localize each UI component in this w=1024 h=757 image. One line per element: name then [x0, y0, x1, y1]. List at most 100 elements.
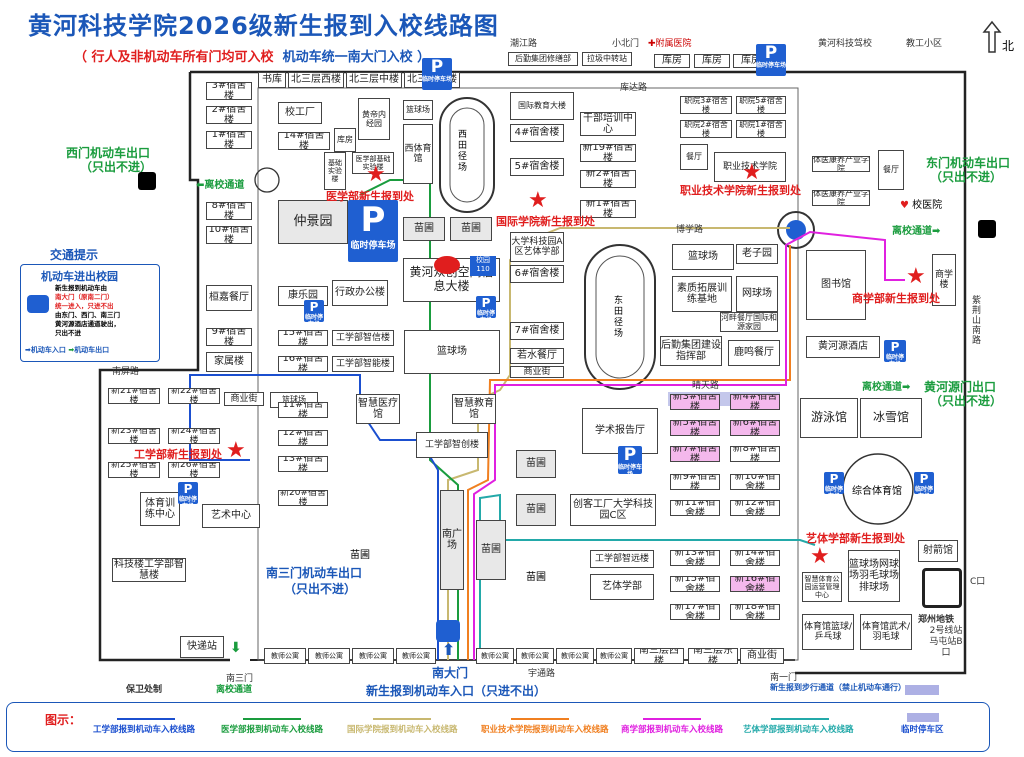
building-vocational: 职业技术学院: [714, 152, 786, 182]
star-icon-med: ★: [366, 162, 386, 187]
building-dorm2: 2#宿舍楼: [206, 106, 252, 124]
in-arrow-icon: ➡: [25, 346, 31, 354]
building-admin: 行政办公楼: [332, 280, 388, 306]
reg-art: 艺体学部新生报到处: [806, 532, 905, 545]
legend-line-art: [771, 718, 829, 720]
building-med-school: 医学部基础实验楼: [352, 152, 394, 174]
building-new9: 新9#宿舍楼: [670, 474, 720, 490]
building-shop-w: 商业街: [224, 392, 264, 406]
building-pe-industry2: 体医康养产业学院: [812, 190, 870, 206]
building-warehouse1: 库房: [654, 54, 690, 68]
building-smart-med: 智慧医疗馆: [356, 394, 400, 424]
building-new11: 新11#宿舍楼: [670, 500, 720, 516]
traffic-car-icon: [27, 295, 49, 313]
west-track-label: 西田径场: [458, 130, 468, 173]
building-hehou: 后勤集团建设指挥部: [660, 336, 722, 366]
building-teacher6: 教师公寓: [516, 648, 554, 664]
building-dorm3: 3#宿舍楼: [206, 82, 252, 100]
star-icon-commerce: ★: [906, 264, 926, 289]
building-new7: 新7#宿舍楼: [670, 446, 720, 462]
building-pe-hall1: 体育馆篮球/乒乓球: [802, 614, 854, 650]
huangyuan-note: （只出不进）: [930, 394, 1003, 408]
south-gate-label: 南大门: [432, 666, 469, 680]
traffic-line: 新生报到机动车由: [55, 284, 107, 292]
legend-line-med: [243, 718, 301, 720]
building-north-mid: 北三层中楼: [346, 72, 402, 88]
building-art-dept: 艺体学部: [590, 574, 654, 600]
building-basic-lab: 基础实验楼: [324, 152, 346, 190]
building-smart-eng2: 工学部智能楼: [332, 356, 394, 372]
building-voc5: 职院5#宿舍楼: [736, 96, 786, 114]
west-gate-title: 西门机动车出口: [66, 146, 151, 160]
road-chaojiang: 潮江路: [510, 39, 538, 49]
west-leave-label: ⬅离校通道: [196, 180, 245, 191]
building-pe-industry1: 体医康养产业学院: [812, 156, 870, 172]
security-credit: 保卫处制: [126, 685, 163, 695]
building-new10: 新10#宿舍楼: [730, 474, 780, 490]
legend-eng: 工学部报到机动车入校线路: [93, 725, 196, 735]
campus-logo-icon: [434, 256, 460, 274]
clinic-label: ♥ 校医院: [900, 200, 943, 211]
building-voc1: 职院1#宿舍楼: [736, 120, 786, 138]
legend-parking-swatch: [907, 713, 939, 722]
out-arrow-icon: ➡: [68, 346, 75, 354]
building-art-center: 艺术中心: [202, 504, 260, 528]
building-teacher3: 教师公寓: [352, 648, 394, 664]
building-new18: 新18#宿舍楼: [730, 604, 780, 620]
building-dorm9: 9#宿舍楼: [206, 328, 252, 346]
building-dorm13: 13#宿舍楼: [278, 456, 328, 472]
building-smart-eng: 工学部智信楼: [332, 330, 394, 346]
building-tennis: 网球场: [736, 276, 778, 312]
building-voc2: 职院2#宿舍楼: [680, 120, 732, 138]
building-courier: 快递站: [180, 636, 224, 658]
building-heyuan: 河畔餐厅国际和源家园: [720, 312, 778, 332]
building-chuangke: 创客工厂大学科技园C区: [570, 494, 656, 526]
star-icon-voc: ★: [742, 160, 762, 185]
car-icon: [436, 620, 460, 642]
building-zhongjing: 仲景园: [278, 200, 348, 244]
building-voc3: 职院3#宿舍楼: [680, 96, 732, 114]
building-new2: 新2#宿舍楼: [580, 170, 636, 188]
building-west-gym: 西体育馆: [403, 124, 433, 184]
building-garden5: 苗圃: [476, 520, 506, 580]
building-quality: 素质拓展训练基地: [672, 276, 732, 312]
east-gate-note: （只出不进）: [930, 170, 1003, 184]
star-icon-art: ★: [810, 544, 830, 569]
building-dorm7: 7#宿舍楼: [510, 322, 564, 340]
west-leave-arrow-icon: ⬅: [196, 180, 205, 191]
building-teacher5: 教师公寓: [476, 648, 514, 664]
teacher-community-label: 教工小区: [906, 39, 943, 49]
south3-note: （只出不进）: [284, 582, 357, 596]
traffic-lines: 新生报到机动车由 南大门（原南二门） 统一进入，只进不出 由东门、西门、南三门 …: [55, 284, 120, 338]
building-new1: 新1#宿舍楼: [580, 200, 636, 218]
map-title: 黄河科技学院2026级新生报到入校线路图: [28, 12, 499, 40]
building-south3e: 南三层东楼: [688, 648, 738, 664]
building-swimming: 游泳馆: [800, 398, 858, 438]
building-new15: 新15#宿舍楼: [670, 576, 720, 592]
legend: 图示： 工学部报到机动车入校线路 医学部报到机动车入校线路 国际学院报到机动车入…: [6, 702, 990, 752]
hospital-icon: ✚: [648, 39, 656, 49]
south3-arrow-icon: ⬇: [230, 640, 242, 656]
reg-voc: 职业技术学院新生报到处: [680, 184, 801, 197]
driving-school-label: 黄河科技驾校: [818, 39, 873, 49]
hy-leave-label: 离校通道➡: [862, 382, 911, 393]
building-new14: 新14#宿舍楼: [730, 550, 780, 566]
west-bus-icon: [138, 172, 156, 190]
building-smart-pe: 智慧体育公园运营管理中心: [802, 572, 842, 602]
road-kuda: 库达路: [620, 83, 648, 93]
building-new13: 新13#宿舍楼: [670, 550, 720, 566]
building-south3w: 南三层西楼: [634, 648, 684, 664]
building-family: 家属楼: [206, 352, 252, 372]
legend-med: 医学部报到机动车入校线路: [221, 725, 324, 735]
east-bus-icon: [978, 220, 996, 238]
building-factory: 校工厂: [278, 102, 322, 124]
building-garden4: 苗圃: [516, 494, 556, 526]
east-leave-label: 离校通道➡: [892, 226, 941, 237]
metro-logo-text: 郑州地铁: [918, 615, 955, 625]
